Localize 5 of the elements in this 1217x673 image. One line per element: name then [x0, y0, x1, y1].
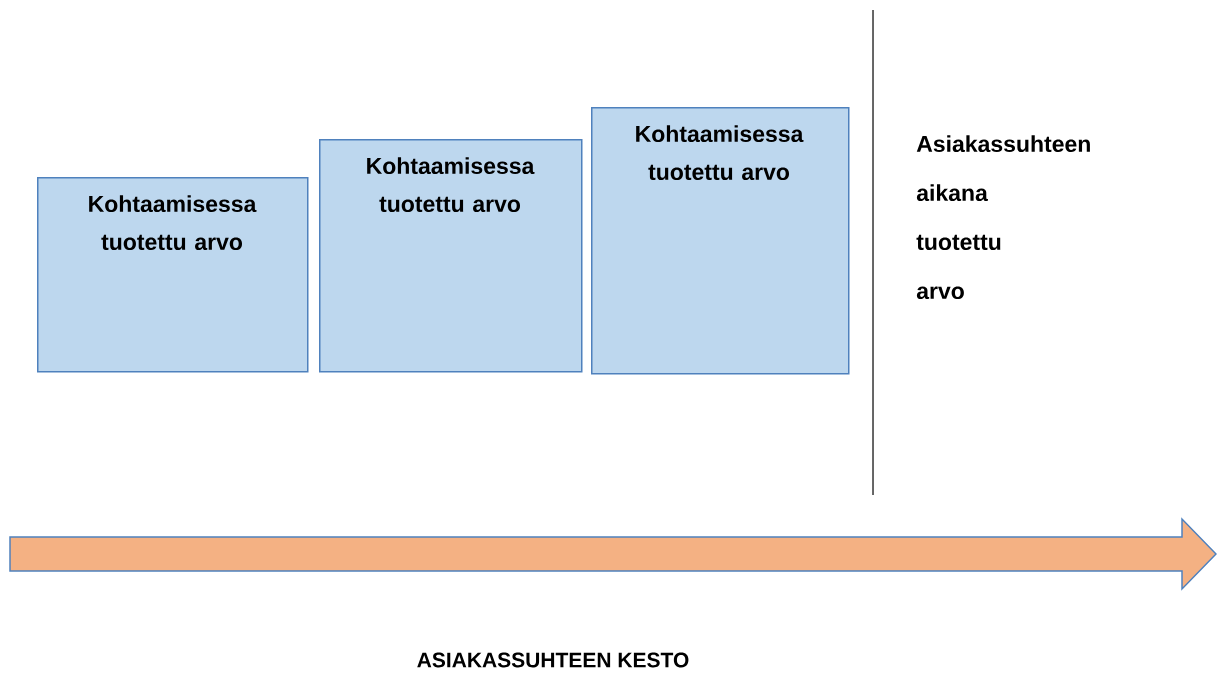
axis-label: ASIAKASSUHTEEN KESTO: [417, 652, 689, 668]
text-box: Kohtaamisessa tuotettu arvo: [37, 177, 309, 373]
side-label: Asiakassuhteen aikana tuotettu arvo: [916, 135, 1090, 300]
text-box: Kohtaamisessa tuotettu arvo: [319, 139, 583, 373]
text-box: Kohtaamisessa tuotettu arvo: [591, 107, 850, 375]
